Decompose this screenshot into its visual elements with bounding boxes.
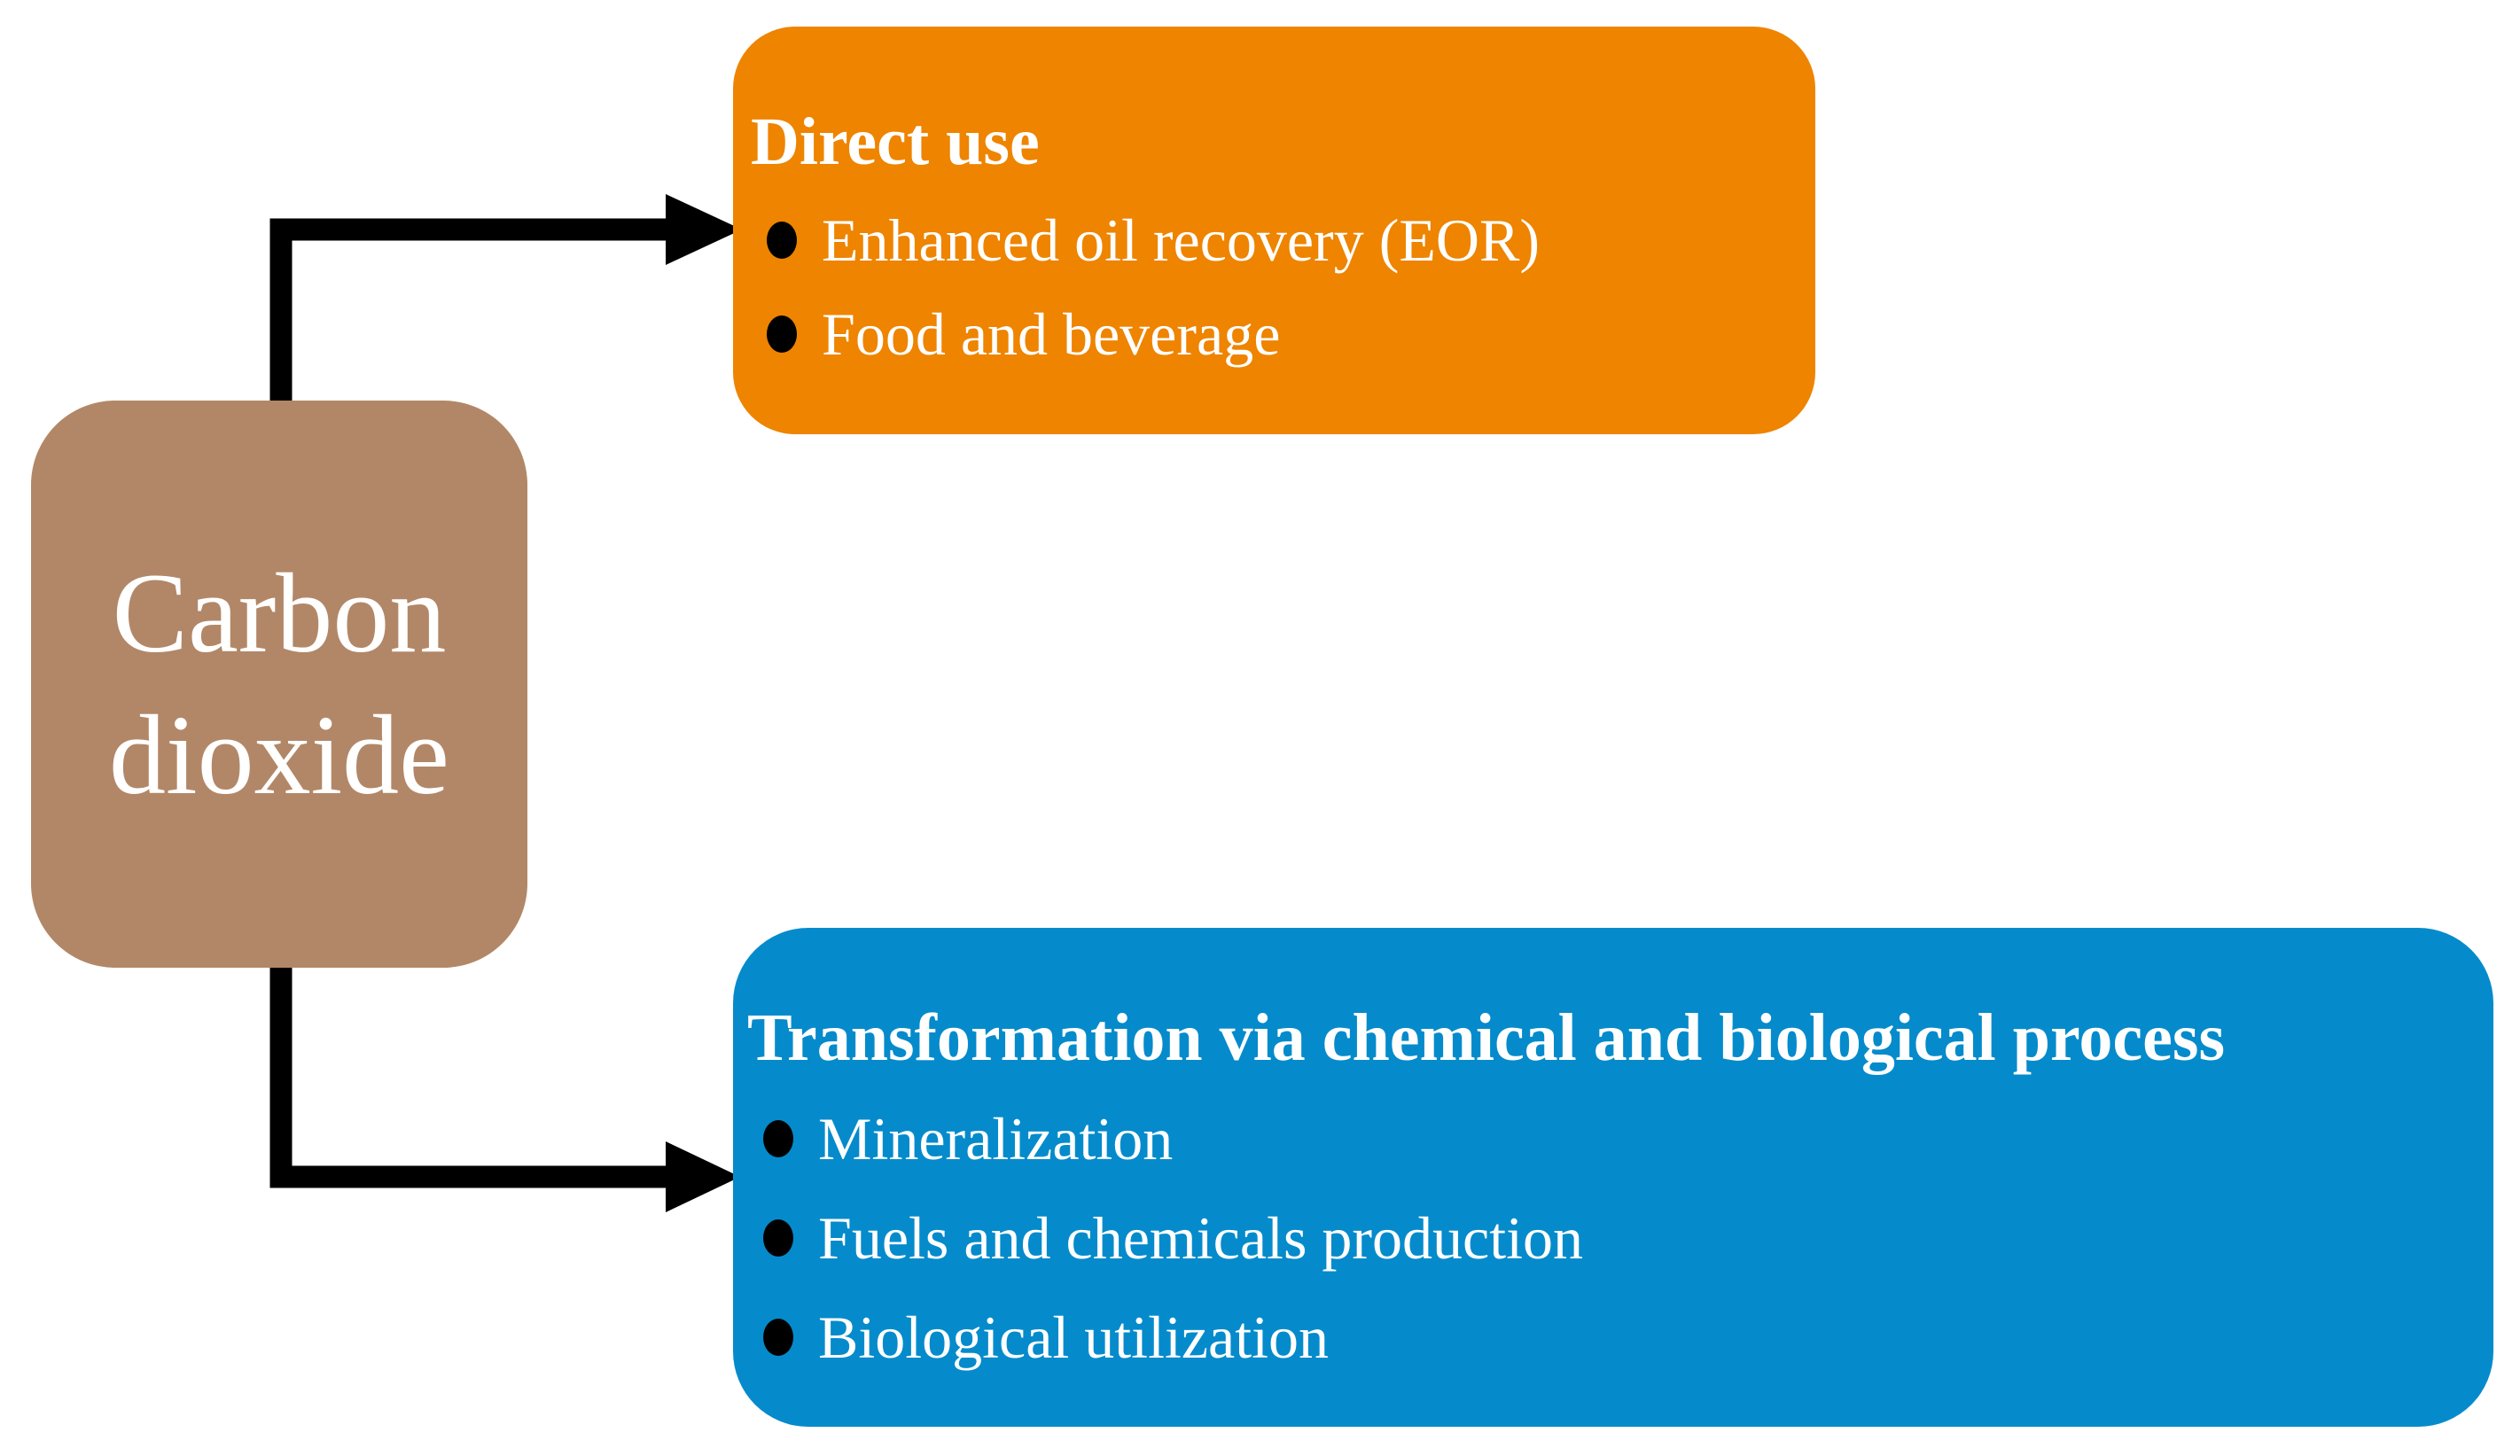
node-transformation: Transformation via chemical and biologic… (733, 928, 2493, 1427)
node-direct-use: Direct use Enhanced oil recovery (EOR) F… (733, 27, 1815, 434)
bullet-icon (763, 1120, 793, 1157)
arrow-line (269, 218, 667, 404)
list-item: Mineralization (747, 1089, 2467, 1188)
list-item-label: Fuels and chemicals production (818, 1204, 1584, 1272)
node-title: Transformation via chemical and biologic… (747, 1001, 2226, 1075)
arrow-to-transformation (269, 962, 740, 1212)
list-item: Biological utilization (747, 1288, 2467, 1387)
bullet-icon (763, 1219, 793, 1257)
list-item: Enhanced oil recovery (EOR) (751, 193, 1789, 287)
bullet-list: Enhanced oil recovery (EOR) Food and bev… (751, 193, 1789, 381)
list-item-label: Food and beverage (822, 300, 1281, 368)
list-item: Fuels and chemicals production (747, 1188, 2467, 1288)
arrow-line (269, 962, 667, 1188)
list-item-label: Biological utilization (818, 1304, 1330, 1371)
arrow-to-direct-use (269, 194, 742, 404)
bullet-icon (763, 1319, 793, 1356)
list-item-label: Mineralization (818, 1105, 1174, 1172)
arrowhead-icon (666, 1141, 740, 1212)
list-item: Food and beverage (751, 287, 1789, 381)
node-carbon-dioxide: Carbon dioxide (31, 401, 527, 968)
node-label: Carbon dioxide (109, 550, 449, 818)
arrowhead-icon (666, 194, 742, 265)
node-title: Direct use (751, 105, 1040, 179)
bullet-icon (767, 222, 797, 259)
bullet-icon (767, 315, 797, 353)
bullet-list: Mineralization Fuels and chemicals produ… (747, 1089, 2467, 1387)
list-item-label: Enhanced oil recovery (EOR) (822, 206, 1540, 274)
